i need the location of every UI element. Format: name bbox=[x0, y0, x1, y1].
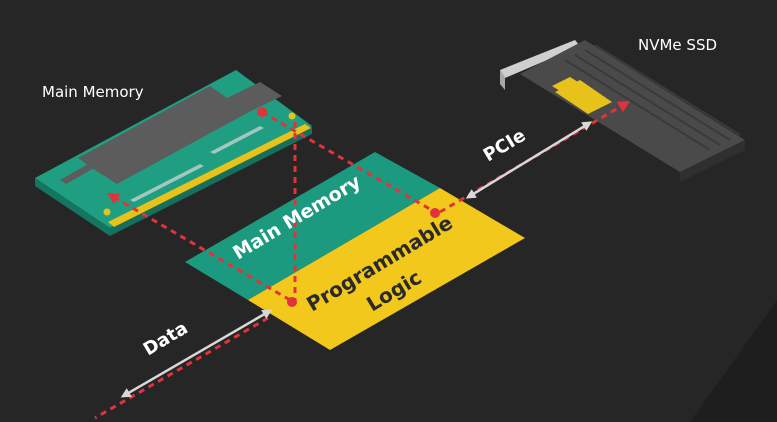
ssd-heatsink-fins bbox=[564, 44, 741, 151]
logic-dot-right bbox=[430, 208, 440, 218]
nvme-ssd-card bbox=[500, 40, 745, 182]
main-memory-label: Main Memory bbox=[42, 83, 144, 101]
data-arrow bbox=[120, 309, 273, 398]
block-stack bbox=[185, 152, 525, 350]
main-memory-block bbox=[185, 152, 440, 300]
pcie-label: PCIe bbox=[480, 125, 530, 166]
background-shade bbox=[690, 300, 777, 422]
ram-chips bbox=[78, 82, 282, 184]
ram-module bbox=[35, 70, 312, 236]
programmable-logic-block bbox=[248, 188, 525, 350]
ram-to-logic-path bbox=[261, 110, 436, 214]
nvme-ssd-label: NVMe SSD bbox=[638, 36, 717, 54]
pcie-arrow bbox=[465, 121, 593, 199]
logic-to-ram-path bbox=[106, 192, 291, 302]
logic-dot-left bbox=[287, 297, 297, 307]
ram-source-dot bbox=[257, 107, 267, 117]
data-label: Data bbox=[140, 318, 192, 361]
